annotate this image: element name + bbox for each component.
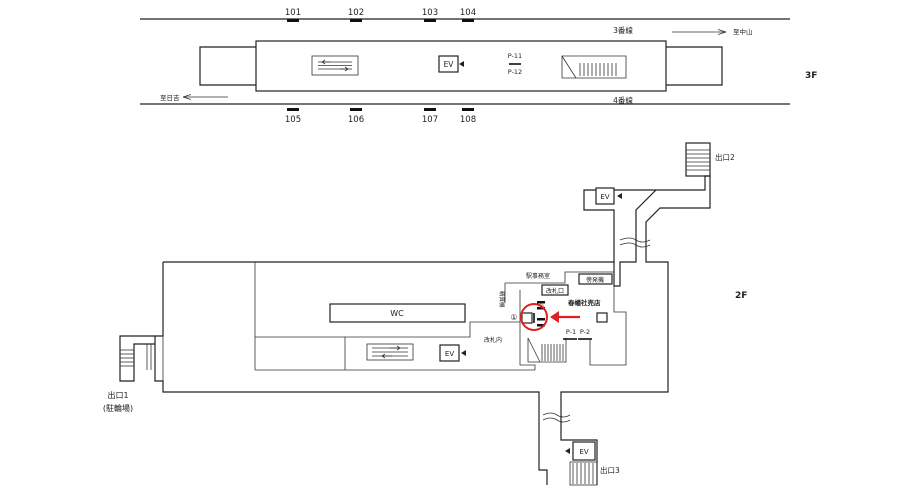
elevator-3f-arrow-icon: [459, 61, 464, 67]
escalator-2f: [366, 343, 414, 361]
direction-left-label: 至日吉: [160, 94, 180, 102]
elevator-exit2-arrow-icon: [617, 193, 622, 199]
exit-2-stairs: [685, 142, 711, 177]
exit-3-stairs: [569, 461, 598, 486]
floor-label-3f: 3F: [805, 71, 817, 81]
platform-mark-p11: P-11: [508, 52, 522, 60]
target-booth: [521, 312, 533, 324]
door-label-103: 103: [422, 8, 438, 18]
door-marker-105: [287, 108, 299, 111]
door-marker-103: [424, 19, 436, 22]
direction-right-label: 至中山: [733, 27, 753, 36]
stairs-2f-inside: [527, 337, 567, 363]
lost-property-label: 傍発機: [586, 276, 604, 284]
elevator-exit2: [595, 187, 615, 205]
escalator-3f-left: [311, 55, 359, 76]
elevator-3f-label: EV: [444, 60, 455, 69]
door-marker-102: [350, 19, 362, 22]
door-marker-107: [424, 108, 436, 111]
exit-1-label: 出口1: [107, 390, 128, 400]
door-marker-106: [350, 108, 362, 111]
elevator-3f: [438, 55, 459, 73]
door-marker-101: [287, 19, 299, 22]
restroom: [329, 303, 466, 323]
inside-gate-label: 改札内: [484, 336, 502, 344]
elevator-inside-arrow-icon: [461, 350, 466, 356]
track-label-4: 4番線: [613, 95, 633, 105]
target-highlight-circle: [520, 303, 548, 331]
door-label-107: 107: [422, 115, 438, 125]
door-label-106: 106: [348, 115, 364, 125]
exit-1-stairs: [119, 335, 155, 382]
fare-adjust-label: 精算機: [498, 291, 506, 308]
shop-label: 春幡社売店: [567, 298, 601, 307]
platform-mark-p12: P-12: [508, 68, 522, 76]
elevator-exit2-label: EV: [600, 193, 609, 201]
target-arrow-icon: [550, 311, 559, 323]
floor-label-2f: 2F: [735, 291, 747, 301]
exit-2-label: 出口2: [715, 152, 735, 162]
elevator-exit3-arrow-icon: [565, 448, 570, 454]
shop-box: [596, 312, 608, 323]
exit-3-label: 出口3: [600, 465, 620, 475]
floor-3f-plan: 101 102 103 104 105 106 107 108 3番線 4番線 …: [140, 8, 817, 125]
platform-mark-p1: P-1: [566, 328, 576, 336]
exit-1-note: (駐輪場): [103, 403, 133, 413]
elevator-inside-gate: [439, 344, 460, 362]
door-marker-108: [462, 108, 474, 111]
door-label-101: 101: [285, 8, 301, 18]
station-office-label: 駅事務室: [526, 272, 550, 280]
elevator-inside-gate-label: EV: [445, 350, 454, 358]
ticket-gate-label: 改札口: [546, 287, 564, 295]
stairs-3f-right: [561, 55, 627, 79]
platform-mark-p2: P-2: [580, 328, 590, 336]
mark-1: ①: [510, 313, 517, 322]
platform-3f: [255, 40, 667, 92]
elevator-exit3: [572, 441, 596, 461]
track-label-3: 3番線: [613, 25, 633, 35]
elevator-exit3-label: EV: [579, 448, 588, 456]
door-label-108: 108: [460, 115, 476, 125]
door-label-104: 104: [460, 8, 476, 18]
door-marker-104: [462, 19, 474, 22]
door-label-105: 105: [285, 115, 301, 125]
floor-2f-plan: 2F 出口2 EV WC: [103, 142, 747, 486]
door-label-102: 102: [348, 8, 364, 18]
restroom-label: WC: [390, 309, 404, 318]
